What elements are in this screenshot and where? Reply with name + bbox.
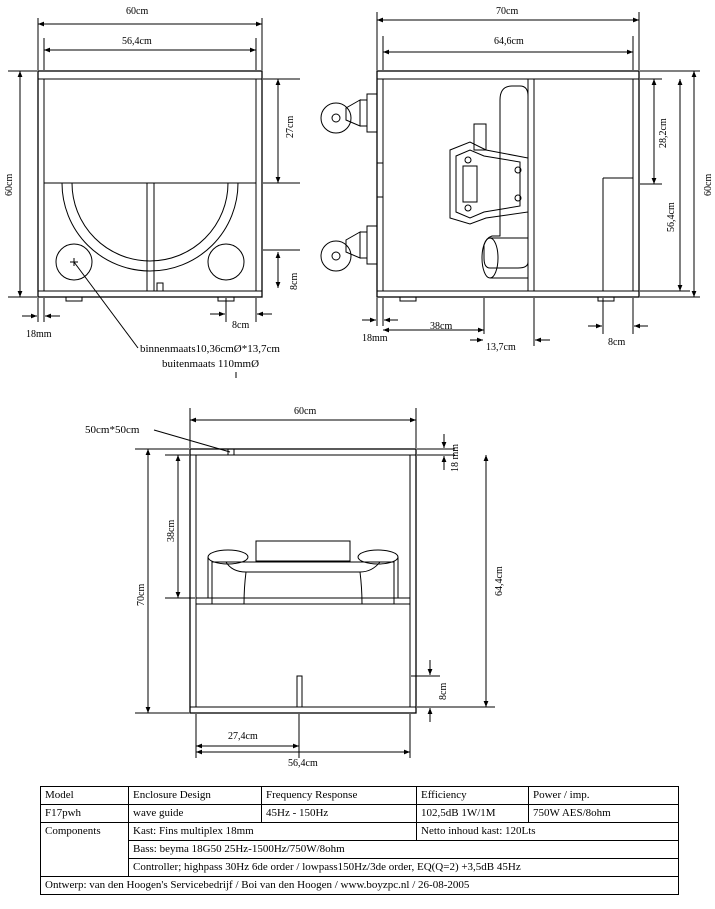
side-dim-height: 60cm — [703, 174, 714, 196]
table-row: Components Kast: Fins multiplex 18mm Net… — [40, 822, 679, 877]
table-row: Controller; highpass 30Hz 6de order / lo… — [41, 858, 679, 877]
vent-leader-line — [153, 429, 231, 453]
front-dim-height: 60cm — [4, 174, 15, 196]
side-dim-upper: 28,2cm — [658, 118, 669, 148]
table-row: Model Enclosure Design Frequency Respons… — [40, 786, 679, 805]
side-cabinet-outline — [376, 70, 640, 298]
side-dim-baffle: 38cm — [430, 321, 452, 332]
side-driver-frame — [449, 141, 529, 225]
kast-value: Kast: Fins multiplex 18mm — [128, 822, 417, 841]
front-view: 60cm 56,4cm 60cm 27cm 8cm 8cm 18mm binne… — [4, 6, 300, 378]
side-dim-height-inner: 56,4cm — [666, 202, 677, 232]
front-horn-arc-inner — [71, 182, 229, 262]
front-dim-port-offset: 8cm — [232, 320, 249, 331]
design-value: wave guide — [128, 804, 262, 823]
side-dim-port: 13,7cm — [486, 342, 516, 353]
freq-label: Frequency Response — [261, 786, 417, 805]
power-label: Power / imp. — [528, 786, 679, 805]
bass-value: Bass: beyma 18G50 25Hz-1500Hz/750W/8ohm — [128, 840, 679, 859]
front-dim-bottom-gap: 8cm — [289, 273, 300, 290]
wheel-bottom — [320, 225, 378, 272]
power-value: 750W AES/8ohm — [528, 804, 679, 823]
port-leader-line — [73, 261, 139, 349]
model-value: F17pwh — [40, 804, 129, 823]
top-dim-port-pos: 27,4cm — [228, 731, 258, 742]
side-driver-magnet — [483, 85, 529, 269]
footer-credit: Ontwerp: van den Hoogen's Servicebedrijf… — [40, 876, 679, 895]
side-dim-wall: 18mm — [362, 333, 388, 344]
front-horn-arc-outer — [61, 182, 239, 272]
side-dim-depth-outer: 70cm — [496, 6, 518, 17]
top-dim-width-outer: 60cm — [294, 406, 316, 417]
side-dim-depth-inner: 64,6cm — [494, 36, 524, 47]
vent-note: 50cm*50cm — [85, 424, 140, 436]
freq-value: 45Hz - 150Hz — [261, 804, 417, 823]
top-cabinet-outline — [189, 448, 417, 714]
model-label: Model — [40, 786, 129, 805]
top-dim-upper: 38cm — [166, 520, 177, 542]
top-port-tube — [296, 675, 303, 708]
port-note-outer: buitenmaats 110mmØ — [162, 358, 259, 370]
front-port-right — [207, 243, 245, 281]
top-view: 50cm*50cm 60cm 18 mm 38cm 70cm 64,4cm 8c… — [85, 406, 505, 769]
wheel-top — [320, 93, 378, 134]
eff-label: Efficiency — [416, 786, 529, 805]
front-dim-top-section: 27cm — [285, 116, 296, 138]
eff-value: 102,5dB 1W/1M — [416, 804, 529, 823]
design-label: Enclosure Design — [128, 786, 262, 805]
components-label: Components — [40, 822, 129, 877]
front-cabinet-inner — [43, 78, 257, 292]
front-dim-width-outer: 60cm — [126, 6, 148, 17]
table-row: F17pwh wave guide 45Hz - 150Hz 102,5dB 1… — [40, 804, 679, 823]
side-view: 70cm 64,6cm 28,2cm 56,4cm 60cm 18mm 38cm… — [320, 6, 714, 353]
top-dim-wall: 18 mm — [450, 444, 461, 472]
spec-table: Model Enclosure Design Frequency Respons… — [40, 786, 679, 895]
top-dim-depth-inner: 64,4cm — [494, 566, 505, 596]
top-dim-width-inner: 56,4cm — [288, 758, 318, 769]
netto-value: Netto inhoud kast: 120Lts — [416, 822, 679, 841]
controller-value: Controller; highpass 30Hz 6de order / lo… — [128, 858, 679, 877]
table-row: Ontwerp: van den Hoogen's Servicebedrijf… — [40, 876, 679, 895]
side-dim-back-gap: 8cm — [608, 337, 625, 348]
front-port-left — [55, 243, 93, 281]
top-dim-gap: 8cm — [438, 683, 449, 700]
top-driver-magnet — [255, 540, 351, 562]
table-row: Bass: beyma 18G50 25Hz-1500Hz/750W/8ohm — [41, 840, 679, 859]
front-cabinet-outline — [37, 70, 263, 298]
port-note-inner: binnenmaats10,36cmØ*13,7cm — [140, 343, 280, 355]
front-dim-width-inner: 56,4cm — [122, 36, 152, 47]
front-dim-wall: 18mm — [26, 329, 52, 340]
top-dim-depth-outer: 70cm — [136, 584, 147, 606]
